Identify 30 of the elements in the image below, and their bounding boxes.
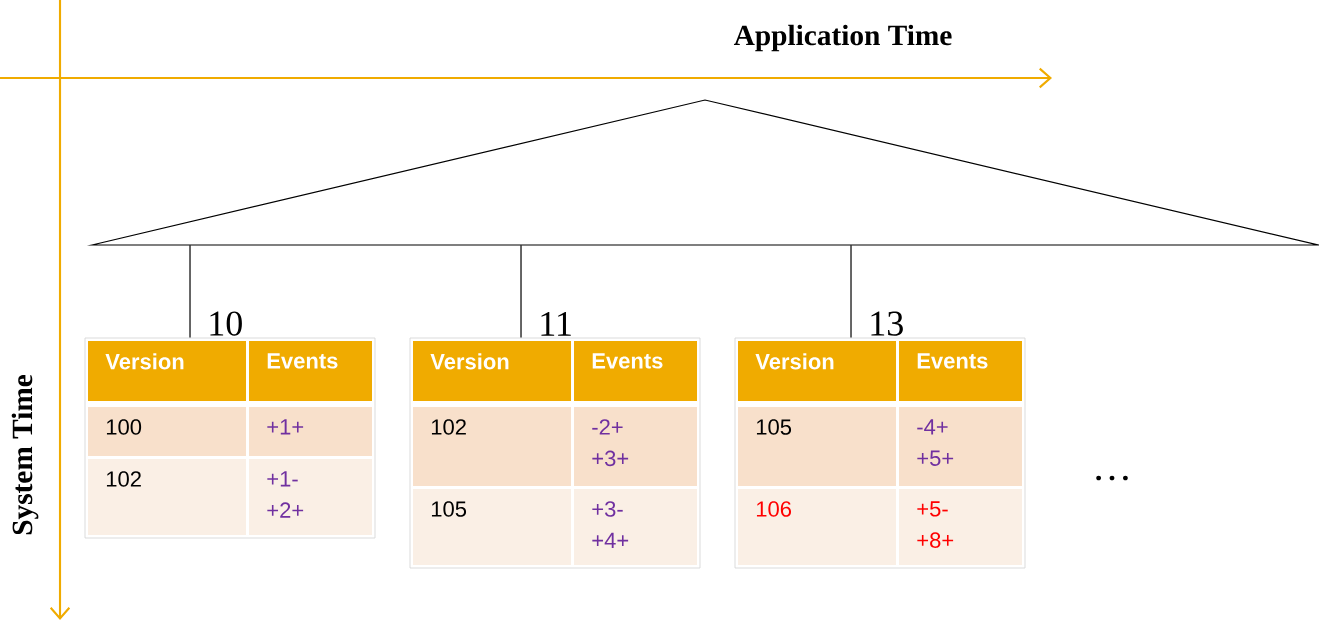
table-cell: 106 xyxy=(738,489,896,565)
table-cell: 102 xyxy=(413,407,571,486)
table-cell: +5- +8+ xyxy=(899,489,1022,565)
table-header: Version xyxy=(738,341,896,401)
table-cell: -2+ +3+ xyxy=(574,407,697,486)
table-cell: 100 xyxy=(88,407,246,456)
table-header: Events xyxy=(899,341,1022,401)
table-header: Version xyxy=(413,341,571,401)
connector-line xyxy=(520,244,522,339)
table-header: Version xyxy=(88,341,246,401)
table-cell: 105 xyxy=(413,489,571,565)
connector-line xyxy=(189,244,191,339)
number-label: 10 xyxy=(210,311,242,336)
table-cell: -4+ +5+ xyxy=(899,407,1022,486)
axis-title: System Time xyxy=(11,374,39,535)
table-cell: 102 xyxy=(88,459,246,535)
table-cell: +3- +4+ xyxy=(574,489,697,565)
table-header: Events xyxy=(574,341,697,401)
number-label: 11 xyxy=(541,311,571,336)
table-header: Events xyxy=(249,341,372,401)
axis-title: Application Time xyxy=(733,24,952,52)
table xyxy=(734,337,1026,569)
table-cell: +1- +2+ xyxy=(249,459,372,535)
connector-line xyxy=(850,244,852,339)
table xyxy=(409,337,701,569)
table-cell: +1+ xyxy=(249,407,372,456)
table xyxy=(84,337,376,539)
number-label: 13 xyxy=(871,311,903,336)
ellipsis: … xyxy=(1096,475,1128,481)
table-cell: 105 xyxy=(738,407,896,486)
